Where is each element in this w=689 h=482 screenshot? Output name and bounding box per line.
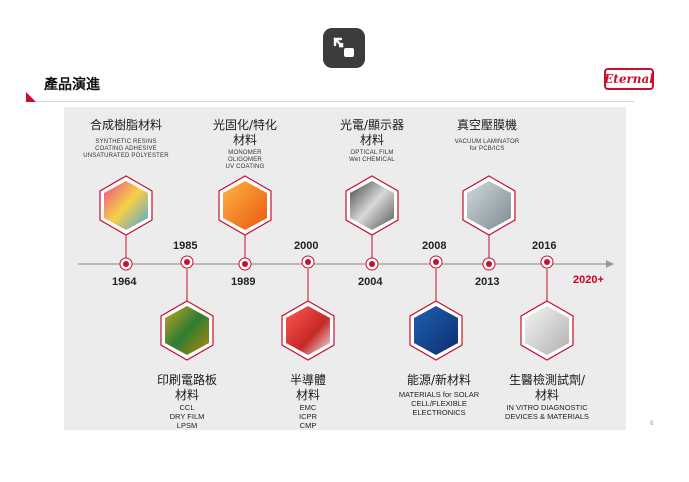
caption-en-1: IN VITRO DIAGNOSTIC: [506, 403, 588, 412]
caption-zh: 光電/顯示器: [339, 118, 405, 132]
caption-en-1: CCL: [179, 403, 195, 412]
title-marker: [26, 92, 36, 102]
caption-en-3: UV COATING: [225, 164, 265, 170]
caption-solar-materials: 能源/新材料 MATERIALS for SOLAR CELL/FLEXIBLE…: [384, 373, 494, 417]
exit-fullscreen-icon: [333, 37, 354, 57]
caption-en-3: LPSM: [176, 421, 198, 430]
hex-vacuum-laminator: [462, 175, 516, 236]
caption-en-1: VACUUM LAMINATOR: [454, 139, 520, 145]
title-divider: [36, 101, 634, 102]
page-number: 6: [650, 420, 654, 427]
caption-en-3: ELECTRONICS: [412, 408, 466, 417]
year-1985: 1985: [173, 240, 198, 252]
caption-vacuum-laminator: 真空壓膜機 VACUUM LAMINATOR for PCB/ICS: [437, 118, 537, 153]
hex-pcb-materials: [160, 300, 214, 361]
caption-en-2: CELL/FLEXIBLE: [411, 399, 467, 408]
slide-content: [64, 107, 626, 430]
exit-fullscreen-button[interactable]: [323, 28, 365, 68]
caption-en-2: COATING ADHESIVE: [95, 146, 157, 152]
eternal-logo: Eternal: [604, 68, 654, 90]
year-1989: 1989: [231, 276, 256, 288]
year-2004: 2004: [358, 276, 383, 288]
caption-optical-materials: 光電/顯示器 材料 OPTICAL FILM Wet CHEMICAL: [322, 118, 422, 164]
caption-zh: 光固化/特化: [212, 118, 278, 132]
caption-zh-2: 材料: [174, 388, 199, 402]
hex-optical-film: [345, 175, 399, 236]
caption-en-2: Wet CHEMICAL: [349, 157, 395, 163]
caption-zh: 真空壓膜機: [456, 118, 517, 132]
caption-zh-2: 材料: [295, 388, 320, 402]
caption-zh-2: 材料: [232, 133, 257, 147]
year-2000: 2000: [294, 240, 319, 252]
caption-pcb-materials: 印刷電路板 材料 CCL DRY FILM LPSM: [137, 373, 237, 430]
year-1964: 1964: [112, 276, 137, 288]
caption-semiconductor: 半導體 材料 EMC ICPR CMP: [258, 373, 358, 430]
caption-en-2: DEVICES & MATERIALS: [504, 412, 590, 421]
caption-en-1: OPTICAL FILM: [350, 150, 394, 156]
year-2008: 2008: [422, 240, 447, 252]
caption-en-3: UNSATURATED POLYESTER: [83, 153, 169, 159]
caption-en-2: ICPR: [299, 412, 317, 421]
year-2016: 2016: [532, 240, 557, 252]
caption-en-1: SYNTHETIC RESINS: [95, 139, 157, 145]
hex-uv-materials: [218, 175, 272, 236]
caption-en-1: MONOMER: [228, 150, 262, 156]
caption-zh-2: 材料: [359, 133, 384, 147]
caption-zh: 生醫檢測試劑/: [508, 373, 586, 387]
caption-en-3: CMP: [299, 421, 317, 430]
caption-synthetic-resins: 合成樹脂材料 SYNTHETIC RESINS COATING ADHESIVE…: [66, 118, 186, 160]
caption-zh: 合成樹脂材料: [89, 118, 162, 132]
hex-synthetic-resins: [99, 175, 153, 236]
caption-en-2: DRY FILM: [169, 412, 205, 421]
caption-zh: 印刷電路板: [156, 373, 217, 387]
caption-en-2: for PCB/ICS: [469, 146, 505, 152]
year-2020-plus: 2020+: [573, 274, 604, 286]
year-2013: 2013: [475, 276, 500, 288]
caption-en-1: MATERIALS for SOLAR: [398, 390, 480, 399]
hex-solar-materials: [409, 300, 463, 361]
caption-uv-materials: 光固化/特化 材料 MONOMER OLIGOMER UV COATING: [195, 118, 295, 171]
hex-ivd-materials: [520, 300, 574, 361]
timeline-dots: [119, 255, 554, 271]
caption-en-2: OLIGOMER: [228, 157, 262, 163]
caption-ivd-materials: 生醫檢測試劑/ 材料 IN VITRO DIAGNOSTIC DEVICES &…: [492, 373, 602, 421]
hex-semiconductor: [281, 300, 335, 361]
caption-zh: 能源/新材料: [406, 373, 472, 387]
caption-zh: 半導體: [289, 373, 326, 387]
caption-en-1: EMC: [299, 403, 317, 412]
caption-zh-2: 材料: [534, 388, 559, 402]
page-title: 產品演進: [44, 77, 100, 93]
